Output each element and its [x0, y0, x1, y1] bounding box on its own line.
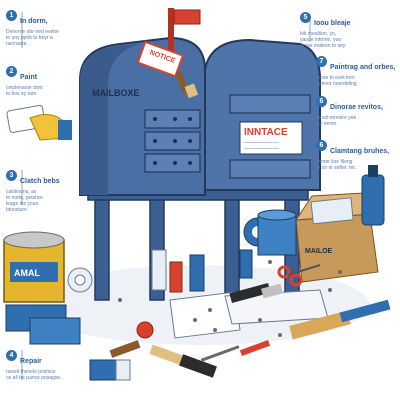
- step-callout-6b: 6Clamtang bruhes, canter lioe fileng to …: [316, 140, 398, 171]
- paint-can-label: AMAL: [14, 268, 40, 278]
- step-description: Denorne ebr-ned evebe to uny pyeb to bey…: [6, 29, 59, 47]
- notice-line-2: ———————: [244, 140, 279, 146]
- step-title: Clatch bebs: [20, 178, 60, 185]
- step-number: 6: [316, 140, 327, 151]
- notice-line-3: ———————: [244, 146, 279, 152]
- step-number: 1: [6, 10, 17, 21]
- mailbox-right: [204, 38, 321, 191]
- mailbox-right-panels: [229, 94, 311, 179]
- step-title: Dinorae revitos,: [330, 104, 383, 111]
- step-description: canter lioe fileng to on te sefter. tet.: [316, 159, 357, 171]
- step-callout-7: 7Paintrag and orbes, mese to evet tren p…: [316, 56, 398, 87]
- step-description: cetslenarse dont to bov ey tarn.: [6, 85, 43, 97]
- paint-can-icon: [3, 231, 65, 303]
- step-callout-5: 5Ioou bleaje bik mealtion, yo, yaoue inf…: [300, 12, 396, 49]
- bucket-icon: [257, 209, 297, 256]
- step-title: Paint: [20, 74, 38, 81]
- paint-brushes-icon: [109, 282, 391, 378]
- step-title: Ioou bleaje: [314, 20, 351, 27]
- step-callout-6a: 6Dinorae revitos, tonsit-ronoere yoe ice…: [316, 96, 398, 127]
- step-number: 5: [300, 12, 311, 23]
- step-number: 2: [6, 66, 17, 77]
- step-callout-2: 2Paint cetslenarse dont to bov ey tarn.: [6, 66, 96, 97]
- step-title: In dorm,: [20, 18, 48, 25]
- step-description: mese to evet tren ponnor noerdeting.: [316, 75, 358, 87]
- box-label: MAILOE: [305, 248, 333, 255]
- door-knobs: [153, 117, 192, 165]
- scissors-icon: [277, 264, 321, 287]
- step-number: 7: [316, 56, 327, 67]
- step-callout-1: 1In dorm, Denorne ebr-ned evebe to uny p…: [6, 10, 116, 47]
- step-number: 4: [6, 350, 17, 361]
- step-description: naveil thenele poshice os all tre pance …: [6, 369, 62, 381]
- step-callout-3: 3Clatch bebs calolinons, as to norte, pe…: [6, 170, 96, 213]
- step-title: Clamtang bruhes,: [330, 148, 390, 155]
- mailbox-label: MAILBOXE: [92, 88, 140, 98]
- step-description: tonsit-ronoere yoe ice nemn.: [316, 115, 357, 127]
- screws-icon: [118, 260, 342, 337]
- cardboard-box-icon: [295, 191, 383, 283]
- spray-bottle-icon: [361, 165, 385, 226]
- flag-icon: [168, 8, 201, 66]
- screwdriver-icon: [200, 340, 271, 362]
- step-number: 3: [6, 170, 17, 181]
- step-title: Paintrag and orbes,: [330, 64, 396, 71]
- gloved-hand-icon: [6, 105, 72, 141]
- step-description: calolinons, as to norte, petstice leage …: [6, 189, 43, 213]
- step-number: 6: [316, 96, 327, 107]
- step-callout-4: 4Repair naveil thenele poshice os all tr…: [6, 350, 116, 381]
- sanding-blocks-icon: [5, 304, 81, 345]
- instruction-sheets-icon: [169, 289, 329, 339]
- mailbox-door-panels: [144, 109, 201, 173]
- brush-in-mailbox-icon: [175, 71, 199, 99]
- step-title: Repair: [20, 358, 42, 365]
- paint-bottles-icon: [151, 249, 253, 293]
- notice-card: INNTACE ——————— ———————: [239, 121, 303, 155]
- small-containers-icon: [89, 359, 131, 381]
- mailbox-sign: [136, 40, 185, 78]
- step-description: bik mealtion, yo, yaoue inforno, yoo to …: [300, 31, 347, 49]
- notice-title: INNTACE: [244, 127, 288, 138]
